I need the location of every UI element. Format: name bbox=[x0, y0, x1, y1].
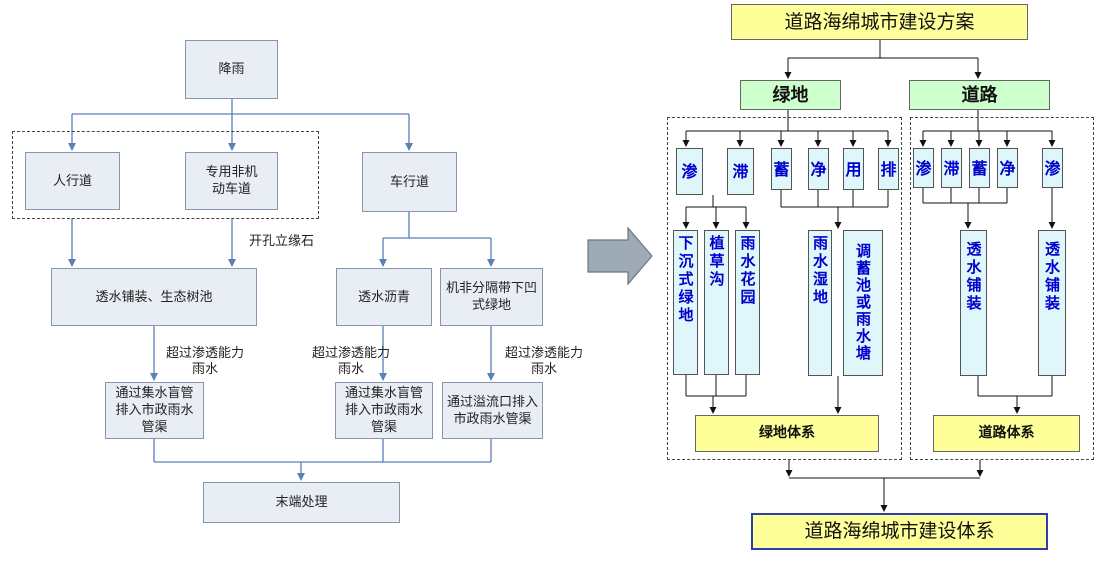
drain-pipe-box-2: 通过集水盲管排入市政雨水管渠 bbox=[335, 382, 433, 439]
green-func-drain: 排 bbox=[878, 148, 899, 190]
green-system-label: 绿地体系 bbox=[759, 425, 815, 441]
road-label-box: 道路 bbox=[909, 80, 1050, 110]
median-greenbelt-label: 机非分隔带下凹式绿地 bbox=[445, 281, 537, 313]
construction-system-box: 道路海绵城市建设体系 bbox=[751, 513, 1048, 550]
terminal-box: 末端处理 bbox=[203, 482, 400, 523]
road-facility-permeable-paving-2: 透水铺装 bbox=[1038, 230, 1066, 376]
road-system-box: 道路体系 bbox=[933, 415, 1080, 452]
drain-pipe-box-1: 通过集水盲管排入市政雨水管渠 bbox=[105, 382, 204, 439]
sidewalk-label: 人行道 bbox=[52, 173, 92, 189]
road-func-store: 蓄 bbox=[969, 148, 990, 188]
excess-note-3: 超过渗透能力雨水 bbox=[504, 346, 583, 377]
green-facility-wetland: 雨水湿地 bbox=[808, 230, 832, 376]
green-func-store: 蓄 bbox=[771, 148, 792, 190]
green-facility-storage-pond: 调蓄池或雨水塘 bbox=[843, 230, 883, 376]
green-label: 绿地 bbox=[772, 84, 809, 106]
permeable-asphalt-box: 透水沥青 bbox=[336, 268, 432, 326]
green-func-purify: 净 bbox=[808, 148, 829, 190]
permeable-paving-label: 透水铺装、生态树池 bbox=[95, 289, 213, 305]
overflow-inlet-box: 通过溢流口排入市政雨水管渠 bbox=[442, 382, 543, 439]
carriageway-label: 车行道 bbox=[389, 174, 429, 190]
excess-note-1: 超过渗透能力雨水 bbox=[165, 346, 244, 377]
road-system-label: 道路体系 bbox=[978, 425, 1035, 441]
green-func-infiltrate: 渗 bbox=[676, 148, 703, 195]
carriageway-box: 车行道 bbox=[362, 152, 457, 212]
road-group-frame bbox=[910, 117, 1094, 460]
green-func-retain: 滞 bbox=[727, 148, 754, 195]
rain-box: 降雨 bbox=[185, 40, 278, 99]
bike-lane-box: 专用非机动车道 bbox=[185, 152, 278, 210]
road-func-purify: 净 bbox=[997, 148, 1018, 188]
excess-note-2: 超过渗透能力雨水 bbox=[311, 346, 390, 377]
green-facility-sunken-greenland: 下沉式绿地 bbox=[673, 230, 698, 375]
permeable-paving-box: 透水铺装、生态树池 bbox=[51, 268, 257, 326]
median-greenbelt-box: 机非分隔带下凹式绿地 bbox=[440, 268, 543, 326]
plan-title-box: 道路海绵城市建设方案 bbox=[731, 4, 1028, 40]
permeable-asphalt-label: 透水沥青 bbox=[357, 289, 410, 305]
road-func-infiltrate-2: 渗 bbox=[1042, 148, 1063, 188]
road-func-infiltrate: 渗 bbox=[913, 148, 934, 188]
drain-pipe-label-1: 通过集水盲管排入市政雨水管渠 bbox=[115, 386, 194, 435]
green-group-frame bbox=[667, 117, 902, 460]
sidewalk-box: 人行道 bbox=[25, 152, 120, 210]
road-func-retain: 滞 bbox=[941, 148, 962, 188]
green-facility-rain-garden: 雨水花园 bbox=[735, 230, 760, 375]
road-label: 道路 bbox=[961, 84, 998, 106]
green-system-box: 绿地体系 bbox=[695, 415, 879, 452]
terminal-label: 末端处理 bbox=[275, 495, 328, 510]
overflow-inlet-label: 通过溢流口排入市政雨水管渠 bbox=[447, 394, 539, 427]
green-label-box: 绿地 bbox=[740, 80, 841, 110]
sidewalk-group-frame bbox=[12, 131, 319, 219]
road-facility-permeable-paving-1: 透水铺装 bbox=[960, 230, 987, 376]
curb-note: 开孔立缘石 bbox=[249, 234, 315, 249]
green-func-use: 用 bbox=[843, 148, 864, 190]
rain-label: 降雨 bbox=[218, 62, 245, 77]
bike-lane-label: 专用非机动车道 bbox=[205, 165, 258, 197]
green-facility-grass-swale: 植草沟 bbox=[704, 230, 729, 375]
drain-pipe-label-2: 通过集水盲管排入市政雨水管渠 bbox=[344, 386, 423, 435]
construction-system-label: 道路海绵城市建设体系 bbox=[804, 520, 995, 542]
plan-title-label: 道路海绵城市建设方案 bbox=[784, 10, 975, 33]
